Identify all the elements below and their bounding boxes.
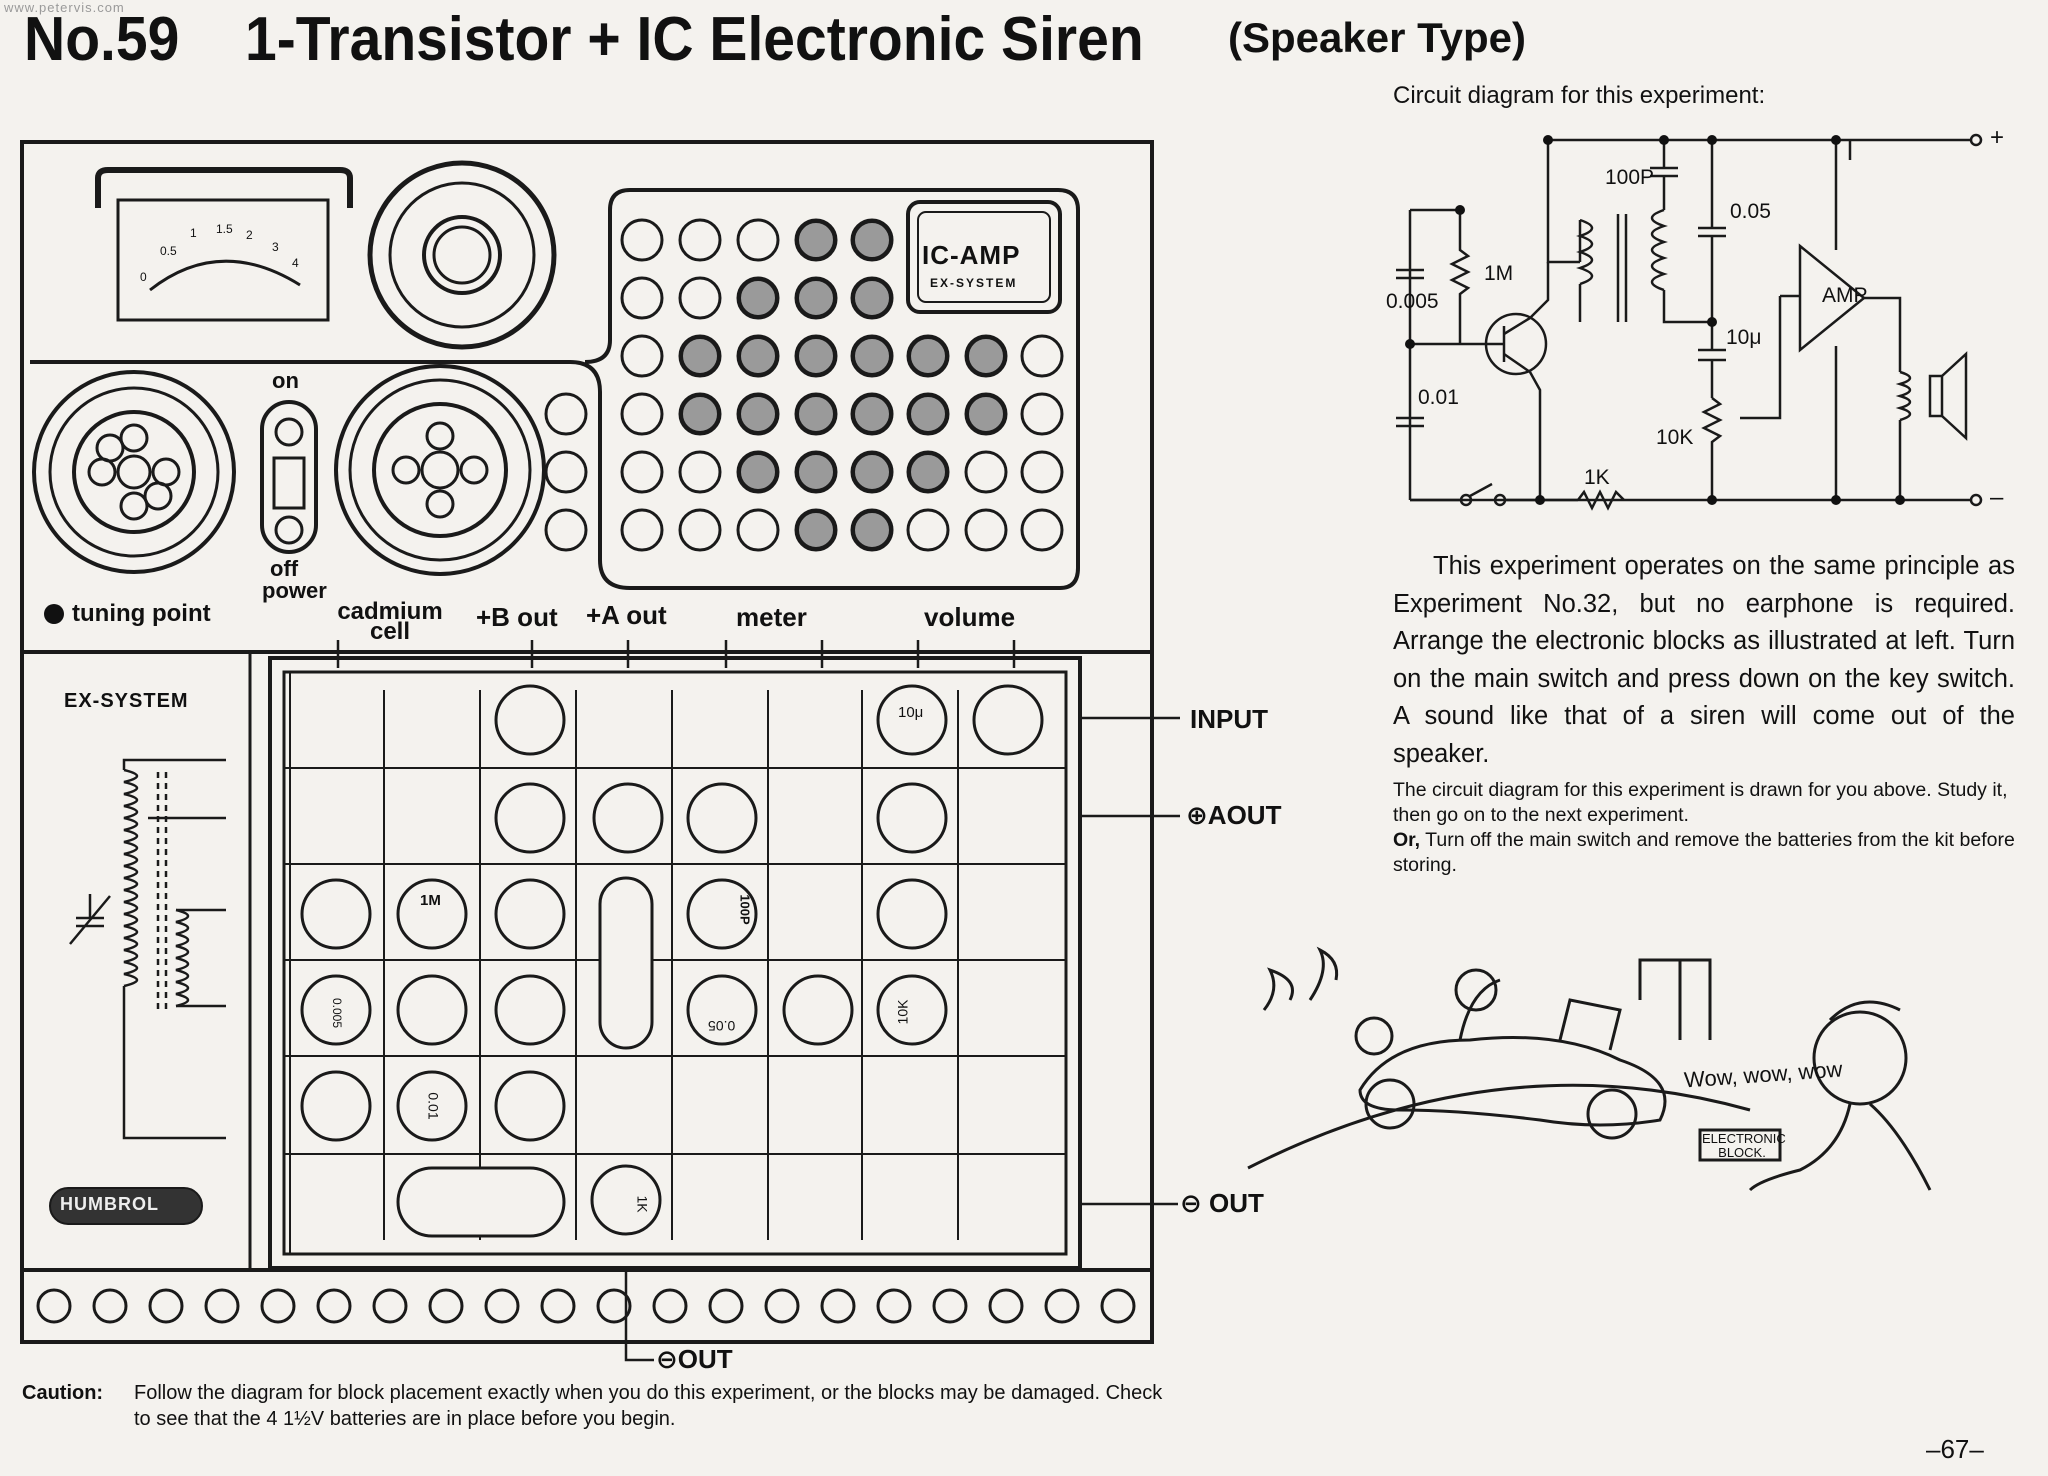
power-label: power [262, 578, 327, 603]
page-subtitle: (Speaker Type) [1228, 14, 1526, 61]
block-label-10u: 10μ [898, 704, 924, 721]
a-out-label: ⊕AOUT [1186, 800, 1282, 830]
block-sign: ELECTRONIC BLOCK. [1702, 1131, 1786, 1160]
switch-off-label: off [270, 556, 299, 581]
note-1: The circuit diagram for this experiment … [1393, 779, 2008, 826]
circuit-label-10k: 10K [1656, 426, 1694, 449]
terminal-label-cadmium-cell: cadmium cell [337, 598, 443, 645]
caution-label: Caution: [22, 1382, 104, 1404]
minus-out-label: ⊖ OUT [1180, 1188, 1264, 1218]
ex-system-label: EX-SYSTEM [64, 690, 189, 712]
meter-scale-05: 0.5 [160, 244, 177, 258]
description-paragraph: This experiment operates on the same pri… [1393, 552, 2015, 768]
humbrol-badge: HUMBROL [60, 1194, 159, 1214]
meter-scale-3: 3 [272, 240, 279, 254]
circuit-label-1k: 1K [1584, 466, 1610, 489]
meter-scale-1: 1 [190, 226, 197, 240]
terminal-label-meter: meter [736, 602, 807, 632]
ic-amp-system-label: EX-SYSTEM [930, 276, 1018, 290]
circuit-label-amp: AMP [1822, 284, 1868, 307]
notes: The circuit diagram for this experiment … [1393, 778, 2015, 878]
circuit-label-1m: 1M [1484, 262, 1514, 285]
circuit-caption: Circuit diagram for this experiment: [1393, 82, 1766, 109]
minus-circle-icon: ⊖ [656, 1344, 678, 1374]
tuning-point-label: tuning point [72, 600, 211, 627]
bottom-out-label: ⊖OUT [656, 1344, 733, 1374]
note-2: Or, Turn off the main switch and remove … [1393, 829, 2015, 876]
circuit-label-100p: 100P [1605, 166, 1655, 189]
meter-scale-4: 4 [292, 256, 299, 270]
meter-scale-2: 2 [246, 228, 253, 242]
circuit-label-0005: 0.005 [1386, 290, 1439, 313]
block-label-1m: 1M [420, 892, 441, 909]
meter-scale-0: 0 [140, 270, 147, 284]
switch-on-label: on [272, 368, 299, 393]
caution-note: Caution: Follow the diagram for block pl… [22, 1380, 1172, 1432]
circuit-label-001: 0.01 [1418, 386, 1459, 409]
input-label: INPUT [1190, 704, 1268, 734]
plus-circle-icon: ⊕ [1186, 800, 1208, 830]
experiment-number: No.59 [24, 5, 180, 74]
terminal-label-a-out: +A out [586, 600, 667, 630]
circuit-label-10u: 10μ [1726, 326, 1762, 349]
circuit-label-minus: – [1990, 484, 2004, 511]
page-title: 1-Transistor + IC Electronic Siren [245, 5, 1144, 74]
terminal-label-b-out: +B out [476, 602, 558, 632]
terminal-label-volume: volume [924, 602, 1016, 632]
caution-text: Follow the diagram for block placement e… [134, 1382, 1163, 1430]
ic-amp-badge: IC-AMP [922, 240, 1021, 270]
meter-scale-15: 1.5 [216, 222, 233, 236]
watermark: www.petervis.com [4, 0, 125, 15]
humbrol-badge-shape [49, 1187, 203, 1225]
page-number: –67– [1926, 1434, 1984, 1464]
circuit-label-005: 0.05 [1730, 200, 1771, 223]
minus-circle-icon: ⊖ [1180, 1188, 1210, 1218]
circuit-label-plus: + [1990, 124, 2005, 151]
